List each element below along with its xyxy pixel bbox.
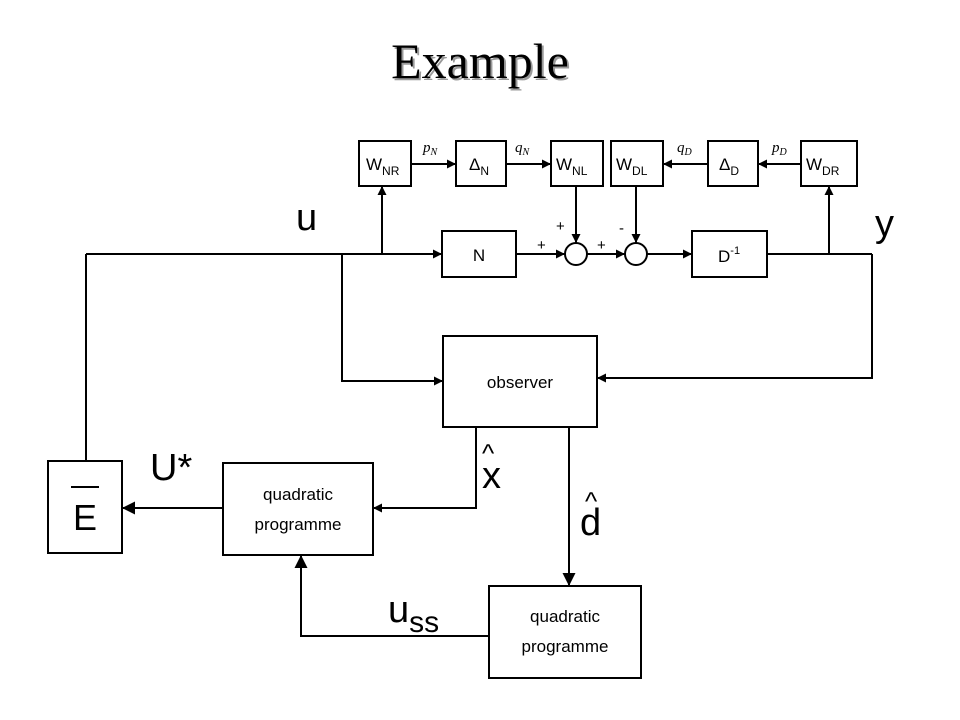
arrow-u-ss — [294, 555, 489, 637]
label-qp-bottom-line1: quadratic — [530, 607, 600, 626]
signal-q-d: qD — [677, 140, 693, 158]
label-e-bar: E — [73, 497, 97, 538]
label-d-inverse: D-1 — [718, 245, 740, 266]
block-quadratic-programme-left — [222, 462, 374, 556]
signal-x-hat: x — [482, 455, 501, 497]
slide-title: Example — [391, 33, 569, 89]
label-delta-n: ΔN — [469, 155, 489, 178]
label-qp-bottom-line2: programme — [522, 637, 609, 656]
arrow-x-hat — [373, 427, 477, 513]
label-n: N — [473, 246, 485, 265]
signal-u: u — [296, 197, 317, 239]
signal-u-star: U* — [150, 447, 192, 489]
label-w-dl: WDL — [616, 155, 648, 178]
signal-q-n: qN — [515, 140, 531, 158]
signal-d-hat: d — [580, 502, 601, 544]
sign-sum2-top: - — [619, 220, 624, 237]
label-qp-left-line1: quadratic — [263, 485, 333, 504]
label-delta-d: ΔD — [719, 155, 739, 178]
arrow-u-to-observer — [341, 254, 443, 386]
label-qp-left-line2: programme — [255, 515, 342, 534]
sign-sum2-left: + — [597, 237, 606, 254]
label-observer: observer — [487, 373, 553, 392]
signal-u-ss: uss — [388, 589, 439, 639]
label-w-dr: WDR — [806, 155, 840, 178]
signal-p-d: pD — [771, 140, 788, 158]
signal-d-hat-caret: ^ — [585, 486, 598, 516]
signal-x-hat-caret: ^ — [482, 438, 495, 468]
signal-y: y — [875, 203, 894, 245]
label-w-nl: WNL — [556, 155, 588, 178]
signal-p-n: pN — [422, 140, 439, 158]
arrow-y-to-observer — [597, 254, 873, 383]
sign-sum1-left: + — [537, 237, 546, 254]
sign-sum1-top: + — [556, 218, 565, 235]
block-quadratic-programme-bottom — [488, 585, 642, 679]
label-w-nr: WNR — [366, 155, 400, 178]
summing-junction-1 — [564, 242, 588, 266]
summing-junction-2 — [624, 242, 648, 266]
